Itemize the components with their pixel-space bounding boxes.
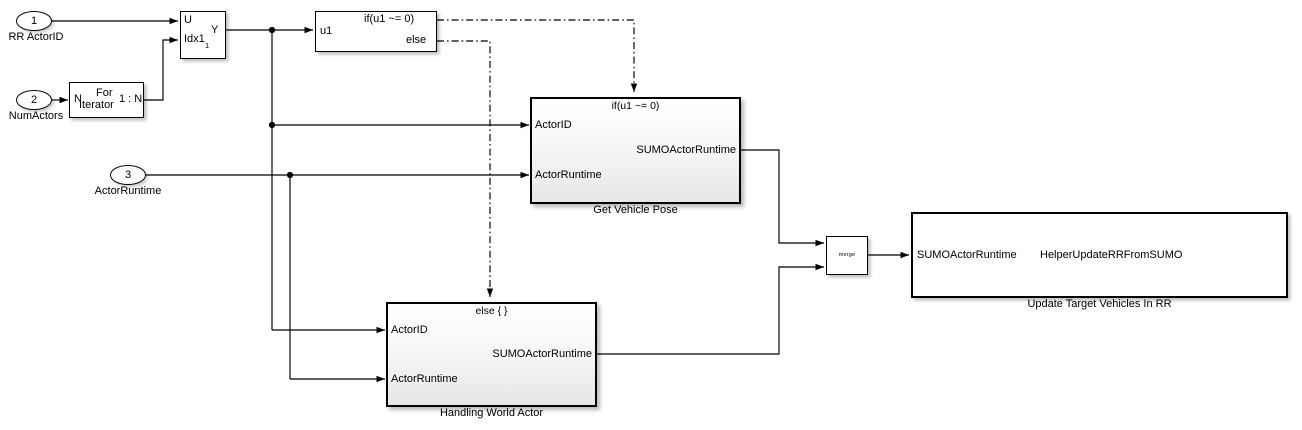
if-block[interactable]	[315, 11, 437, 52]
get-vehicle-pose-control-label: if(u1 ~= 0)	[611, 100, 660, 112]
inport-3-label: ActorRuntime	[94, 185, 162, 197]
get-vehicle-pose-caption: Get Vehicle Pose	[593, 204, 678, 216]
wire-if-action-to-getvehiclepose	[437, 19, 638, 92]
handling-world-actor-subsystem[interactable]	[386, 302, 597, 407]
update-target-body-text: HelperUpdateRRFromSUMO	[1040, 249, 1183, 261]
selector-input-idx1: Idx1	[184, 33, 205, 45]
handling-world-actor-caption: Handling World Actor	[439, 407, 544, 419]
update-target-in-sumoactorruntime: SUMOActorRuntime	[917, 249, 1017, 261]
get-vehicle-pose-in-actorid: ActorID	[535, 119, 572, 131]
merge-block-label: merge	[838, 252, 856, 258]
inport-2-label: NumActors	[8, 110, 64, 122]
if-block-output-if: if(u1 ~= 0)	[364, 13, 415, 25]
selector-input-idx1-subscript: 1	[205, 41, 210, 50]
inport-1-label: RR ActorID	[8, 31, 64, 43]
wire-foriterator-to-selector	[144, 36, 178, 101]
if-block-output-else: else	[406, 34, 427, 46]
get-vehicle-pose-subsystem[interactable]	[530, 97, 741, 204]
wire-getvehiclepose-to-merge	[741, 149, 824, 247]
inport-2-number: 2	[30, 94, 38, 106]
selector-output-y: Y	[211, 24, 219, 36]
inport-3[interactable]: 3	[110, 165, 146, 185]
update-target-caption: Update Target Vehicles In RR	[1027, 298, 1172, 310]
merge-block[interactable]	[826, 236, 868, 275]
if-block-input-u1: u1	[320, 25, 333, 37]
handling-world-actor-in-actorruntime: ActorRuntime	[391, 373, 458, 385]
inport-3-number: 3	[124, 169, 132, 181]
get-vehicle-pose-out-sumoactorruntime: SUMOActorRuntime	[636, 144, 736, 156]
selector-block[interactable]	[180, 11, 226, 59]
for-iterator-block[interactable]	[69, 82, 144, 118]
wire-else-action-to-handlingworldactor	[437, 40, 494, 297]
update-target-vehicles-block[interactable]	[911, 212, 1288, 298]
selector-input-u: U	[184, 14, 192, 26]
for-iterator-name-line1: For	[96, 87, 113, 99]
handling-world-actor-control-label: else { }	[475, 305, 508, 317]
signal-junctions	[268, 26, 294, 179]
get-vehicle-pose-in-actorruntime: ActorRuntime	[535, 169, 602, 181]
inport-2[interactable]: 2	[16, 90, 52, 110]
inport-1[interactable]: 1	[16, 11, 52, 31]
for-iterator-name-line2: Iterator	[79, 99, 114, 111]
handling-world-actor-in-actorid: ActorID	[391, 324, 428, 336]
inport-1-number: 1	[30, 15, 38, 27]
for-iterator-left-port: N	[74, 93, 82, 105]
handling-world-actor-out-sumoactorruntime: SUMOActorRuntime	[492, 348, 592, 360]
wire-handlingworldactor-to-merge	[597, 263, 824, 355]
for-iterator-right-port: 1 : N	[119, 93, 143, 105]
